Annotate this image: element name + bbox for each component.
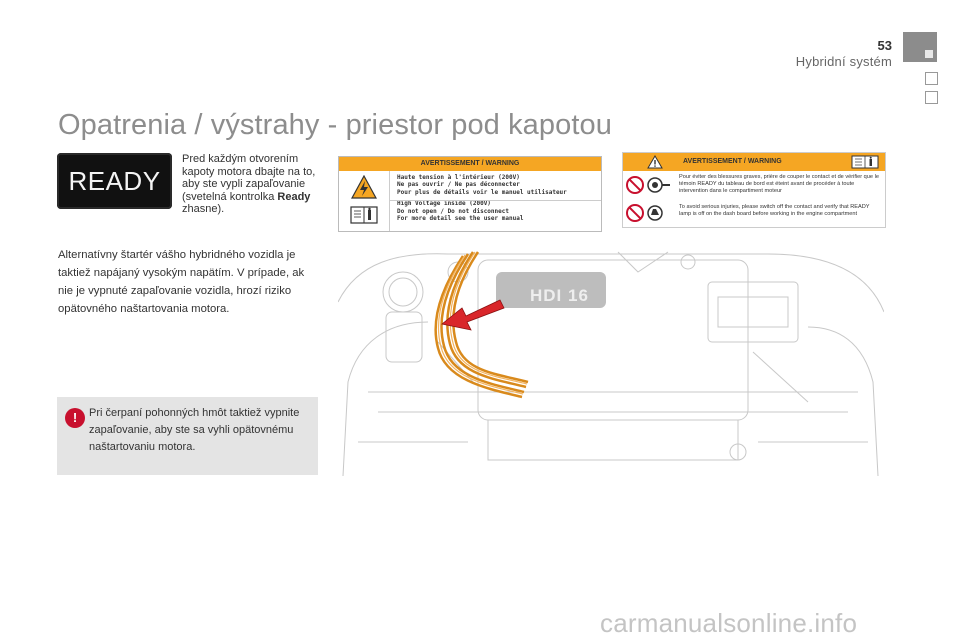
warning-triangle-icon	[647, 155, 663, 169]
warning-label-header: AVERTISSEMENT / WARNING	[683, 158, 782, 165]
exclamation-icon: !	[65, 408, 85, 428]
warning-icon-column	[339, 171, 390, 231]
page-number: 53	[877, 38, 892, 53]
section-title: Hybridní systém	[795, 54, 892, 69]
ready-indicator-badge: READY	[57, 153, 172, 209]
body-paragraph: Alternatívny štartér vášho hybridného vo…	[58, 249, 305, 315]
chapter-tab-box[interactable]	[925, 91, 938, 104]
intro-bold-word: Ready	[277, 190, 311, 203]
page-title: Opatrenia / výstrahy - priestor pod kapo…	[58, 109, 612, 142]
en-line: High Voltage inside (200V)	[397, 200, 491, 208]
fr-line: Haute tension à l'intérieur (200V)	[397, 174, 520, 181]
note-box: ! Pri čerpaní pohonných hmôt taktiež vyp…	[57, 397, 318, 475]
manual-book-icon	[350, 206, 378, 224]
engine-compartment-illustration: HDI 16	[337, 242, 885, 477]
warning-label-en-text: To avoid serious injuries, please switch…	[679, 204, 870, 217]
warning-label-fr-text: Pour éviter des blessures graves, prière…	[679, 174, 879, 194]
fr-line: Ne pas ouvrir / Ne pas déconnecter	[397, 181, 520, 189]
manual-book-icon	[851, 155, 879, 169]
fr-line: Pour plus de détails voir le manuel util…	[397, 188, 567, 196]
engine-bay-drawing	[337, 251, 885, 477]
chapter-tab-box[interactable]	[925, 72, 938, 85]
no-key-icon	[626, 176, 670, 194]
warning-label-header-bar: AVERTISSEMENT / WARNING	[623, 153, 885, 171]
warning-label-high-voltage: AVERTISSEMENT / WARNING Haute tension à …	[338, 156, 602, 232]
warning-label-text: Haute tension à l'intérieur (200V) Ne pa…	[397, 174, 597, 222]
watermark: carmanualsonline.info	[600, 608, 858, 638]
tab-square-icon	[925, 50, 933, 58]
intro-text-before: Pred každým otvorením kapoty motora dbaj…	[182, 153, 316, 203]
high-voltage-icon	[351, 175, 377, 199]
en-line: For more detail see the user manual	[397, 215, 524, 223]
divider	[389, 200, 601, 201]
en-line: Do not open / Do not disconnect	[397, 207, 509, 215]
warning-label-switch-off: AVERTISSEMENT / WARNING Pour éviter des …	[622, 152, 886, 228]
warning-label-header: AVERTISSEMENT / WARNING	[339, 157, 601, 171]
note-text: Pri čerpaní pohonných hmôt taktiež vypni…	[89, 407, 300, 453]
intro-paragraph: Pred každým otvorením kapoty motora dbaj…	[182, 153, 322, 216]
intro-text-after: zhasne).	[182, 203, 225, 216]
chapter-tab-active[interactable]	[903, 32, 937, 62]
no-hand-icon	[626, 204, 663, 222]
engine-badge: HDI 16	[530, 286, 589, 305]
